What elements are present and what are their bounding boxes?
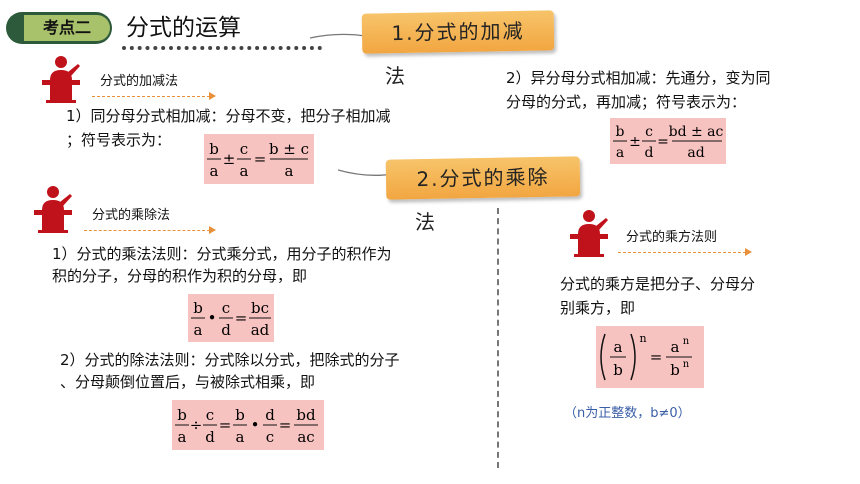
svg-text:a: a bbox=[194, 321, 203, 339]
speaker-podium-icon bbox=[42, 56, 80, 103]
section-label-mul-div: 分式的乘除法 bbox=[92, 208, 171, 223]
formula-division: b a ÷ c d = b a • d c = bd ac bbox=[172, 400, 324, 450]
svg-text:ac: ac bbox=[297, 428, 314, 446]
svg-text:a: a bbox=[236, 428, 245, 446]
svg-text:=: = bbox=[657, 134, 669, 150]
svg-text:c: c bbox=[645, 124, 653, 140]
svg-text:b: b bbox=[613, 361, 623, 379]
svg-text:c: c bbox=[240, 140, 248, 158]
svg-text:a: a bbox=[210, 162, 219, 180]
rule-diff-denominator-line1: 2）异分母分式相加减：先通分，变为同 bbox=[506, 69, 771, 87]
rule-diff-denominator-line2: 分母的分式，再加减；符号表示为： bbox=[506, 93, 747, 111]
svg-text:a: a bbox=[671, 338, 680, 356]
power-condition-note: （n为正整数，b≠0） bbox=[564, 406, 691, 421]
svg-text:d: d bbox=[265, 406, 275, 424]
svg-text:a: a bbox=[616, 145, 624, 161]
svg-text:c: c bbox=[266, 428, 274, 446]
banner-mul-div-overflow: 法 bbox=[415, 210, 435, 234]
rule-multiplication-line1: 1）分式的乘法法则：分式乘分式，用分子的积作为 bbox=[52, 245, 392, 263]
banner-add-sub-overflow: 法 bbox=[385, 64, 405, 88]
rule-same-denominator-line2: ；符号表示为： bbox=[66, 131, 172, 149]
svg-text:=: = bbox=[279, 416, 292, 434]
title-underline bbox=[122, 46, 322, 50]
rule-multiplication-line2: 积的分子，分母的积作为积的分母，即 bbox=[52, 267, 308, 285]
svg-text:ad: ad bbox=[251, 321, 270, 339]
svg-text:•: • bbox=[251, 416, 260, 434]
page-title: 分式的运算 bbox=[126, 15, 241, 41]
svg-text:b: b bbox=[209, 140, 219, 158]
svg-text:bd ± ac: bd ± ac bbox=[669, 124, 724, 140]
svg-text:±: ± bbox=[629, 134, 641, 150]
rule-same-denominator-line1: 1）同分母分式相加减：分母不变，把分子相加减 bbox=[66, 107, 391, 125]
svg-text:bd: bd bbox=[296, 406, 316, 424]
svg-text:÷: ÷ bbox=[190, 416, 203, 434]
rule-power-line2: 别乘方，即 bbox=[560, 299, 636, 317]
svg-text:•: • bbox=[208, 309, 217, 327]
formula-multiplication: b a • c d = bc ad bbox=[188, 294, 274, 342]
formula-diff-denominator: b a ± c d = bd ± ac ad bbox=[610, 118, 726, 164]
topic-tag-label: 考点二 bbox=[24, 15, 110, 41]
banner-string-1 bbox=[310, 33, 367, 39]
rule-division-line2: 、分母颠倒位置后，与被除式相乘，即 bbox=[60, 373, 316, 391]
svg-text:c: c bbox=[222, 299, 230, 317]
column-divider bbox=[497, 208, 499, 468]
svg-text:n: n bbox=[683, 336, 690, 347]
svg-text:bc: bc bbox=[251, 299, 269, 317]
svg-text:b: b bbox=[235, 406, 245, 424]
svg-text:a: a bbox=[240, 162, 249, 180]
svg-text:ad: ad bbox=[687, 145, 704, 161]
section-arrow-head bbox=[209, 92, 216, 100]
svg-text:n: n bbox=[683, 359, 690, 370]
speaker-podium-icon bbox=[570, 210, 608, 257]
svg-text:b: b bbox=[177, 406, 187, 424]
svg-text:=: = bbox=[235, 309, 248, 327]
svg-text:d: d bbox=[205, 428, 215, 446]
svg-text:=: = bbox=[650, 348, 663, 366]
section-label-add-sub: 分式的加减法 bbox=[100, 74, 179, 89]
rule-division-line1: 2）分式的除法法则：分式除以分式，把除式的分子 bbox=[60, 351, 400, 369]
section-arrow-line bbox=[618, 252, 746, 253]
svg-text:d: d bbox=[221, 321, 231, 339]
svg-text:b: b bbox=[670, 361, 680, 379]
formula-power: a b n = a n b n bbox=[596, 326, 704, 388]
svg-text:c: c bbox=[206, 406, 214, 424]
section-arrow-head bbox=[209, 226, 216, 234]
svg-text:b: b bbox=[193, 299, 203, 317]
svg-text:n: n bbox=[639, 332, 646, 345]
svg-text:b: b bbox=[616, 124, 625, 140]
svg-text:d: d bbox=[645, 145, 654, 161]
svg-text:a: a bbox=[285, 162, 294, 180]
speaker-podium-icon bbox=[34, 186, 72, 233]
formula-same-denominator: b a ± c a = b ± c a bbox=[204, 134, 314, 184]
topic-tag: 考点二 bbox=[6, 12, 112, 44]
rule-power-line1: 分式的乘方是把分子、分母分 bbox=[560, 275, 756, 293]
svg-text:b ± c: b ± c bbox=[269, 140, 309, 158]
banner-add-sub: 1.分式的加减 bbox=[361, 10, 555, 54]
svg-text:=: = bbox=[254, 150, 267, 168]
section-label-power: 分式的乘方法则 bbox=[626, 230, 718, 245]
svg-text:±: ± bbox=[223, 150, 236, 168]
svg-text:a: a bbox=[614, 338, 623, 356]
svg-text:=: = bbox=[219, 416, 232, 434]
section-arrow-line bbox=[92, 96, 210, 97]
svg-text:a: a bbox=[178, 428, 187, 446]
section-arrow-line bbox=[84, 230, 210, 231]
section-arrow-head bbox=[745, 248, 752, 256]
banner-mul-div: 2.分式的乘除 bbox=[385, 156, 581, 200]
